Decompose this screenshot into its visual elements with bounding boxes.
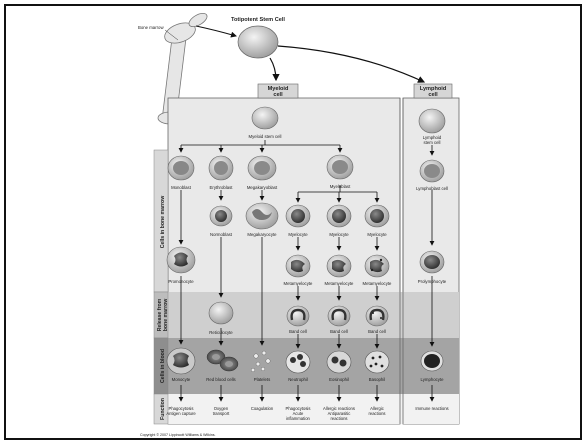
band-cell-3 [366,306,388,326]
lymphoid-stem-cell [419,109,445,133]
neutrophil-cell [286,351,310,373]
lymphoblast-label: Lymphoblast cell [416,186,448,191]
band-label-1: Band cell [289,329,307,334]
erythroblast-label: Erythroblast [210,185,234,190]
metamyelocyte-label-1: Metamyelocyte [284,281,314,286]
monocyte-label: Monocyte [172,377,191,382]
marrow-to-stem-arrow [196,26,236,36]
lymphocyte-label: Lymphocyte [420,377,444,382]
normoblast-label: Normoblast [210,232,233,237]
band-cell-2 [328,306,350,326]
myelocyte-label-3: Myelocyte [367,232,387,237]
stem-cell-title: Totipotent Stem Cell [231,17,285,23]
metamyelocyte-label-3: Metamyelocyte [363,281,393,286]
lymphoblast-cell [420,160,444,182]
fn-platelets-1: Coagulation [251,406,274,411]
promonocyte-cell [167,247,195,273]
rbc-label: Red blood cells [206,377,235,382]
section-function-label: Function [160,398,166,420]
fn-rbc-2: transport [213,411,230,416]
prolymphocyte-label: Prolymphocyte [418,279,447,284]
fn-neutrophil-3: inflammation [286,416,310,421]
reticulocyte-label: Reticulocyte [209,330,233,335]
eosinophil-cell [327,351,351,373]
myelocyte-cell-1 [286,205,310,227]
section-blood-label: Cells in blood [160,349,166,383]
copyright-notice: Copyright © 2007 Lippincott Williams & W… [140,433,216,437]
monoblast-label: Monoblast [171,185,192,190]
myelocyte-cell-3 [365,205,389,227]
totipotent-stem-cell [238,26,278,58]
band-label-2: Band cell [330,329,348,334]
megakaryoblast-label: Megakaryoblast [247,185,278,190]
fn-monocyte-2: Antigen capture [166,411,196,416]
section-release-label-2: bone marrow [163,298,169,332]
megakaryocyte-cell [246,203,278,229]
band-cell-1 [287,306,309,326]
megakaryoblast-cell [248,156,276,180]
myeloid-header-line2: cell [273,92,283,98]
prolymphocyte-cell [420,251,444,273]
monoblast-cell [168,156,194,180]
myelocyte-cell-2 [327,205,351,227]
stem-to-myeloid-arrow [270,58,276,80]
stem-to-lymphoid-arrow [278,46,424,82]
metamyelocyte-cell-3 [365,255,389,277]
basophil-cell [365,351,389,373]
lymphoid-header-line2: cell [428,92,438,98]
fn-basophil-2: reactions [369,411,386,416]
myeloid-stem-label: Myeloid stem cell [249,134,282,139]
erythroblast-cell [209,156,233,180]
metamyelocyte-label-2: Metamyelocyte [325,281,355,286]
band-label-3: Band cell [368,329,386,334]
lymphocyte-cell [421,351,443,371]
eosinophil-label: Eosinophil [329,377,349,382]
promonocyte-label: Promonocyte [168,279,194,284]
monocyte-cell [167,348,195,374]
metamyelocyte-cell-2 [327,255,351,277]
reticulocyte-cell [209,302,233,324]
neutrophil-label: Neutrophil [288,377,308,382]
fn-eosinophil-3: reactions [331,416,348,421]
normoblast-cell [210,206,232,226]
basophil-label: Basophil [369,377,386,382]
myeloid-stem-cell [252,107,278,129]
myelocyte-label-1: Myelocyte [288,232,308,237]
section-marrow-label: Cells in bone marrow [160,195,166,248]
myeloblast-label: Myeloblast [330,184,351,189]
fn-lymphocyte-1: Immune reactions [415,406,448,411]
platelets-label: Platelets [254,377,270,382]
myeloblast-cell [327,155,353,179]
lymphoid-stem-label-2: stem cell [424,140,441,145]
metamyelocyte-cell-1 [286,255,310,277]
myelocyte-label-2: Myelocyte [329,232,349,237]
bone-marrow-label: Bone marrow [138,25,164,30]
megakaryocyte-label: Megakaryocyte [247,232,277,237]
